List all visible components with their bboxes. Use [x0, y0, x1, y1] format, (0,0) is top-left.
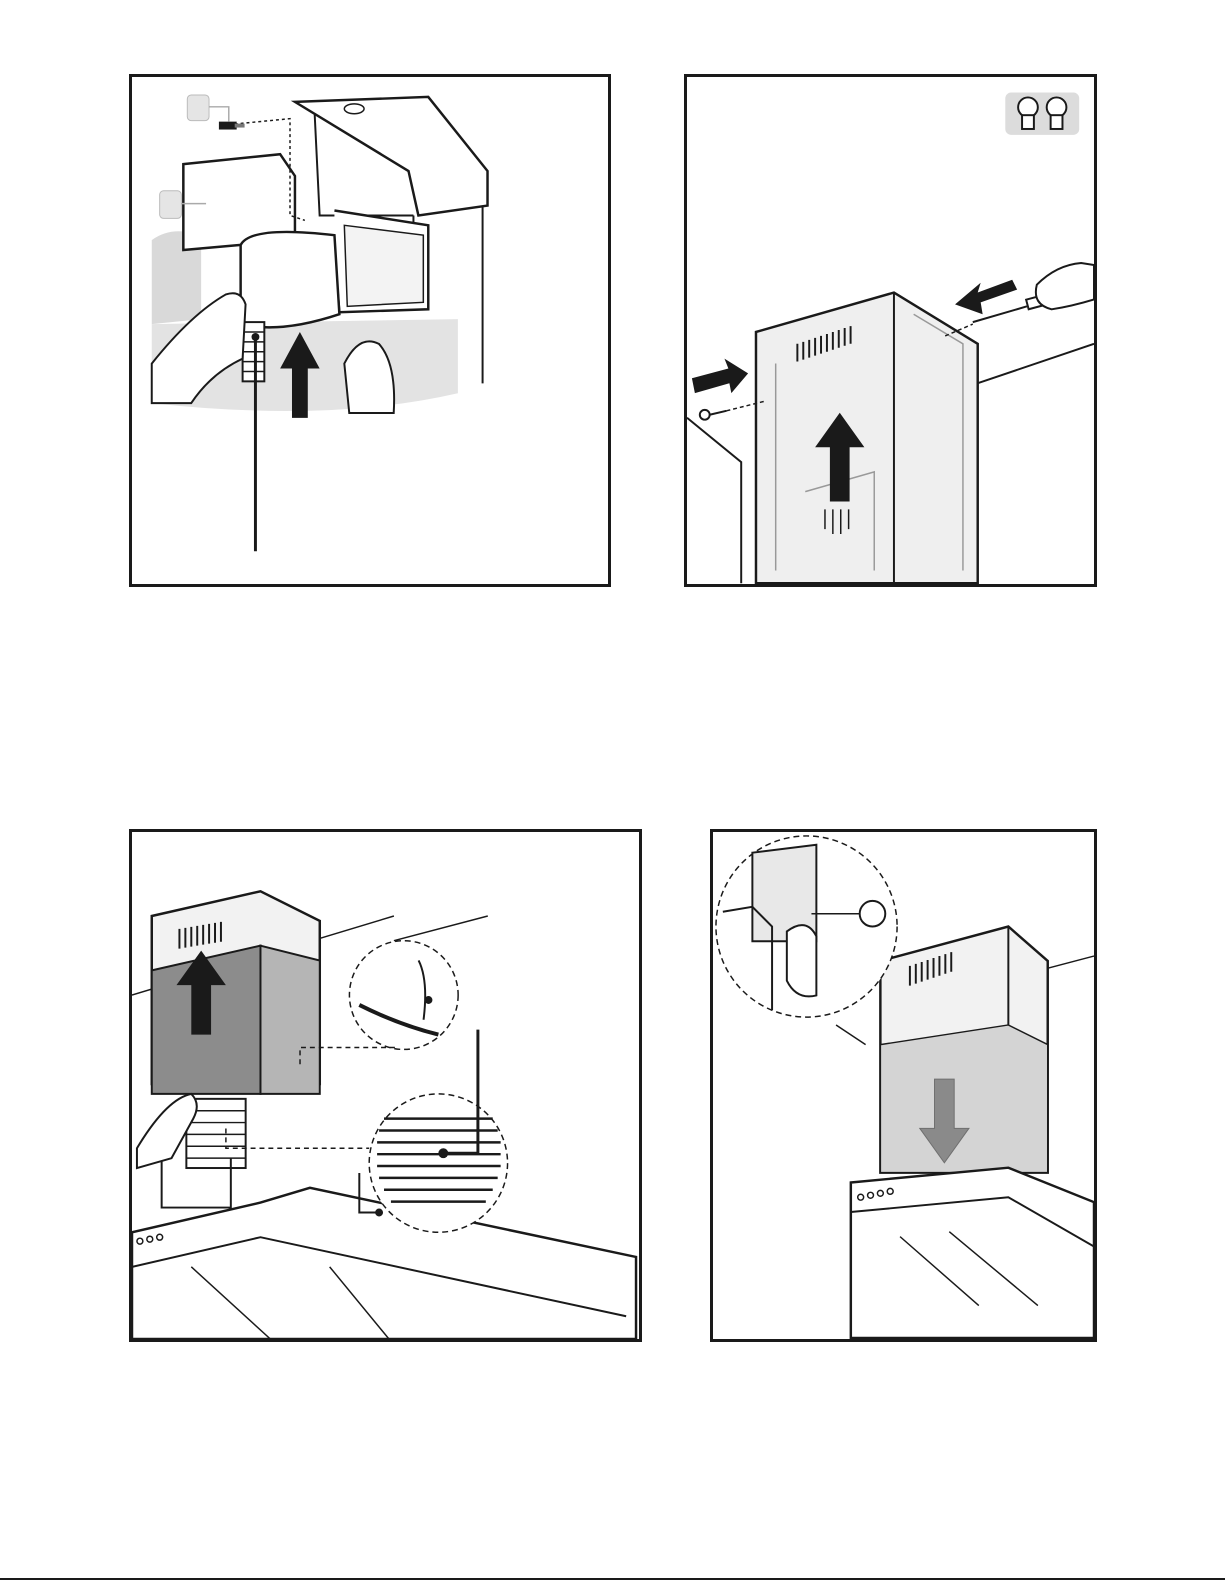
detail-connector	[226, 1128, 369, 1148]
callout-tag-icon	[187, 95, 209, 121]
panel-lower-chimney-raise	[129, 829, 642, 1342]
mounting-bracket	[295, 97, 488, 216]
screw-icon	[700, 410, 727, 420]
panel-duct-connection	[129, 74, 611, 587]
hand-icon	[787, 925, 817, 996]
upper-chimney-illustration	[687, 77, 1094, 584]
duct-elbow	[241, 232, 340, 327]
lower-chimney-lower-illustration	[713, 832, 1094, 1339]
duct-opening	[344, 225, 423, 306]
lower-chimney-raise-illustration	[132, 832, 639, 1339]
duct-connection-illustration	[132, 77, 608, 584]
hand-icon	[1036, 263, 1094, 309]
lower-chimney	[880, 1025, 1047, 1173]
screw-pair-icon	[1005, 93, 1079, 135]
footer-rule	[0, 1578, 1225, 1580]
detail-magnifier-icon	[716, 836, 897, 1017]
panel-upper-chimney-fixing	[684, 74, 1097, 587]
detail-magnifier-icon	[369, 1094, 507, 1232]
lower-chimney-side	[260, 946, 319, 1094]
callout-leader	[209, 107, 229, 122]
flexible-duct-icon	[243, 322, 265, 381]
left-arrow-icon	[955, 280, 1017, 314]
callout-tag-icon	[160, 191, 182, 219]
wall-edge	[978, 344, 1094, 383]
detail-magnifier-icon	[349, 941, 458, 1050]
ceiling-corner	[687, 418, 741, 584]
right-arrow-icon	[692, 359, 748, 393]
panel-lower-chimney-lower	[710, 829, 1097, 1342]
upper-chimney	[756, 293, 978, 584]
